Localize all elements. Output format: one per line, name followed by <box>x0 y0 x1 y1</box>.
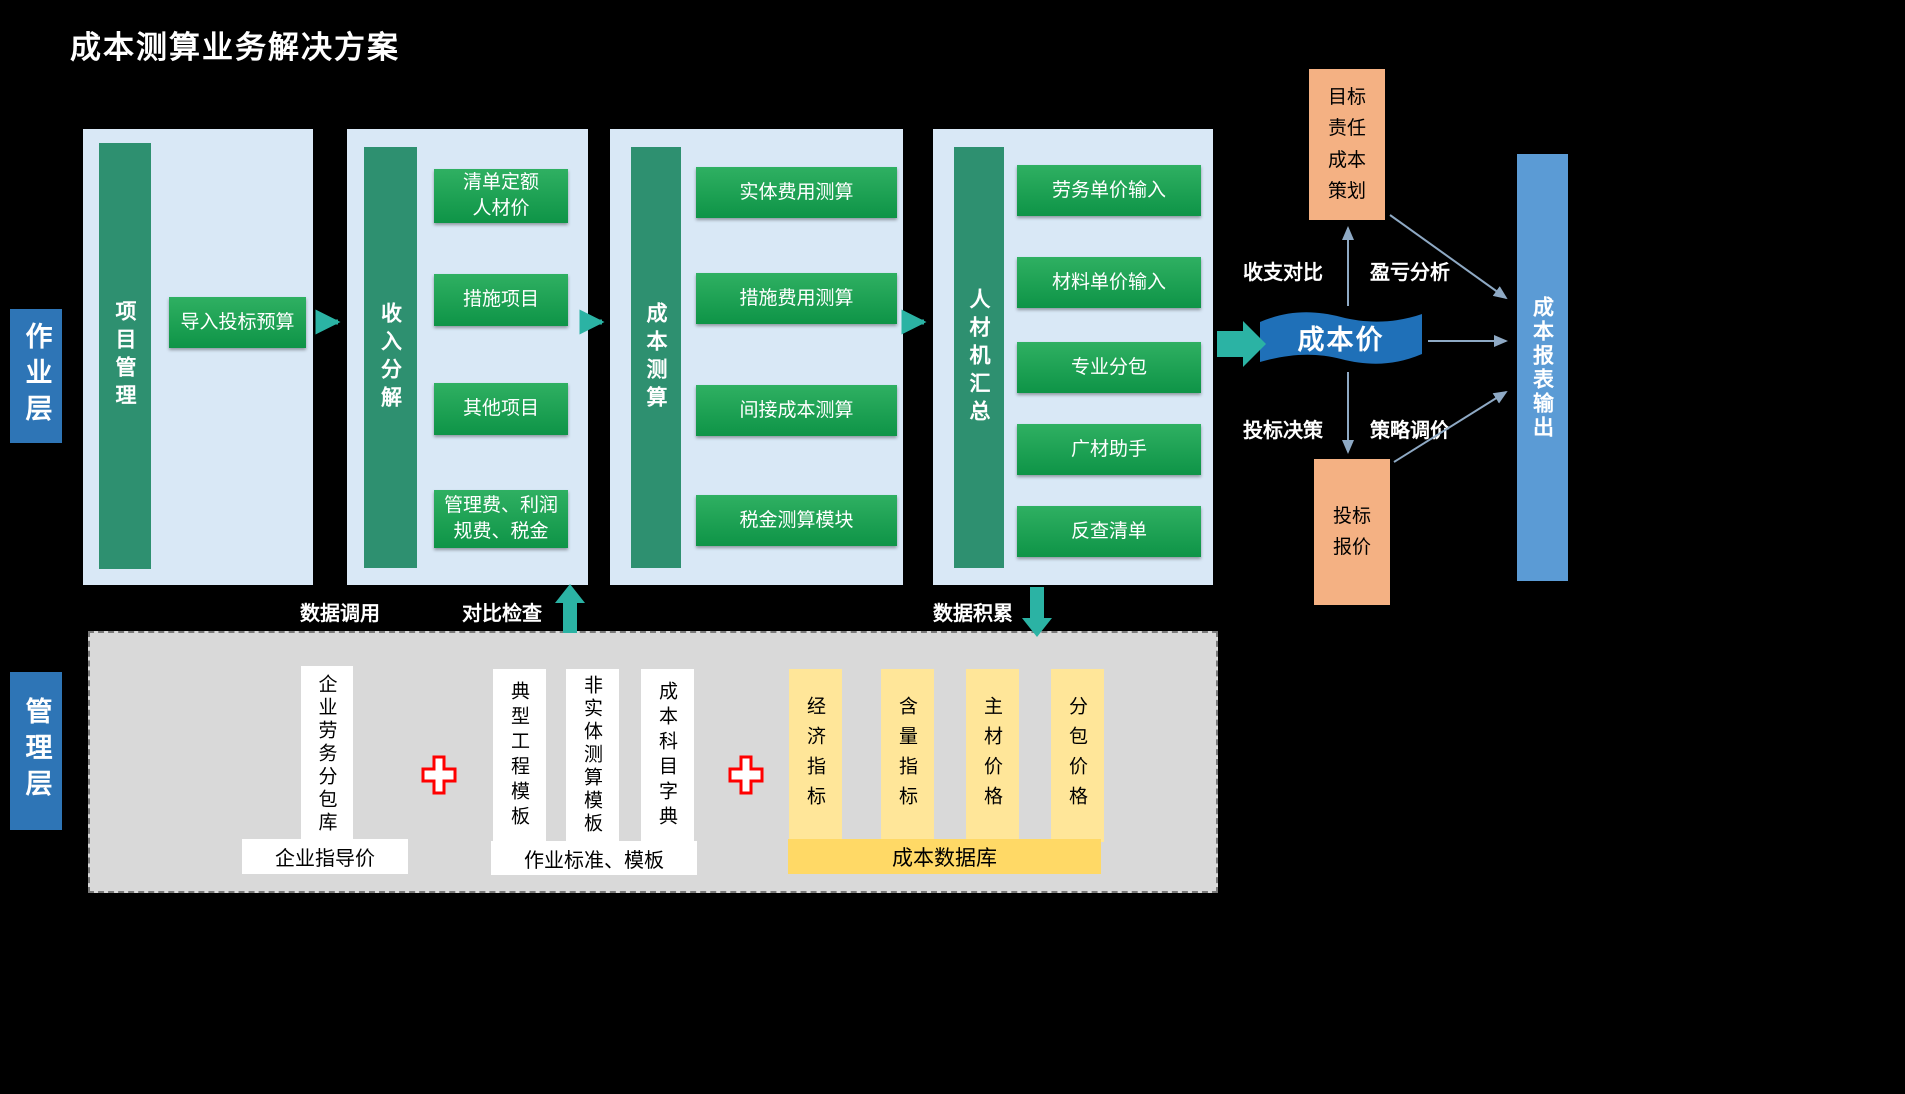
flow-box: 管理费、利润 规费、税金 <box>434 490 568 548</box>
plus-icon <box>421 755 457 799</box>
label-strategy-pricing: 策略调价 <box>1370 418 1450 442</box>
layer-label-operations: 作业层 <box>10 309 62 443</box>
flow-box: 措施费用测算 <box>696 273 897 324</box>
stage-panel-income: 收入分解 清单定额 人材价 措施项目 其他项目 管理费、利润 规费、税金 <box>347 129 588 585</box>
layer-label-management: 管理层 <box>10 672 62 830</box>
template-column: 典型工程模板 <box>493 669 546 842</box>
label-data-accumulate: 数据积累 <box>933 601 1013 625</box>
flow-box: 材料单价输入 <box>1017 257 1201 308</box>
flow-box: 其他项目 <box>434 383 568 435</box>
template-column: 成本科目字典 <box>641 669 694 842</box>
indicator-column: 主材价格 <box>966 669 1019 842</box>
cost-report-output-column: 成本报表输出 <box>1517 154 1568 581</box>
arrow-up-icon <box>555 584 585 633</box>
panel-bar-cost-calculation: 成本测算 <box>631 147 681 568</box>
label-profit-loss-analysis: 盈亏分析 <box>1370 260 1450 284</box>
flow-box: 反查清单 <box>1017 506 1201 557</box>
flow-box: 劳务单价输入 <box>1017 165 1201 216</box>
flow-box: 措施项目 <box>434 274 568 326</box>
indicator-column: 含量指标 <box>881 669 934 842</box>
panel-bar-labor-material-summary: 人材机汇总 <box>954 147 1004 568</box>
stage-panel-cost-calc: 成本测算 实体费用测算 措施费用测算 间接成本测算 税金测算模块 <box>610 129 903 585</box>
flow-box: 清单定额 人材价 <box>434 169 568 223</box>
arrow-down-icon <box>1022 587 1052 637</box>
label-data-call: 数据调用 <box>300 601 380 625</box>
indicator-column: 经济指标 <box>789 669 842 842</box>
panel-bar-income-breakdown: 收入分解 <box>364 147 417 568</box>
stage-panel-project: 项目管理 导入投标预算 <box>83 129 313 585</box>
cost-price-label: 成本价 <box>1297 324 1385 356</box>
diagram-title: 成本测算业务解决方案 <box>70 30 400 66</box>
cost-price-wave-shape <box>1260 312 1422 364</box>
management-layer-panel: 企业劳务分包库 企业指导价 典型工程模板 非实体测算模板 成本科目字典 作业标准… <box>88 631 1218 893</box>
work-standard-template-label: 作业标准、模板 <box>491 841 697 875</box>
stage-panel-summary: 人材机汇总 劳务单价输入 材料单价输入 专业分包 广材助手 反查清单 <box>933 129 1213 585</box>
flow-box: 广材助手 <box>1017 424 1201 475</box>
flow-box: 专业分包 <box>1017 342 1201 393</box>
bid-quote-box: 投标 报价 <box>1314 459 1390 605</box>
label-income-expense-compare: 收支对比 <box>1243 260 1323 284</box>
flow-box: 间接成本测算 <box>696 385 897 436</box>
enterprise-guide-price-label: 企业指导价 <box>242 839 408 874</box>
flow-box-import-bid-budget: 导入投标预算 <box>169 297 306 348</box>
cost-database-label: 成本数据库 <box>788 839 1101 874</box>
flow-box: 税金测算模块 <box>696 495 897 546</box>
target-cost-box: 目标 责任 成本 策划 <box>1309 69 1385 220</box>
panel-bar-project-management: 项目管理 <box>99 143 151 569</box>
plus-icon <box>728 755 764 799</box>
label-compare-check: 对比检查 <box>462 601 542 625</box>
labor-subcontract-db-column: 企业劳务分包库 <box>301 666 353 842</box>
label-bid-decision: 投标决策 <box>1243 418 1323 442</box>
indicator-column: 分包价格 <box>1051 669 1104 842</box>
flow-box: 实体费用测算 <box>696 167 897 218</box>
template-column: 非实体测算模板 <box>566 669 619 842</box>
